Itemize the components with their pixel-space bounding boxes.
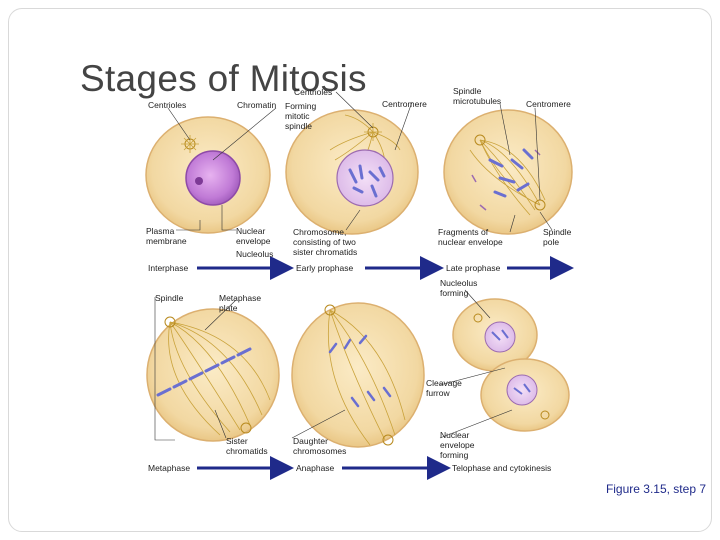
- slide-title: Stages of Mitosis: [80, 58, 367, 99]
- stage-anaphase: Anaphase: [296, 463, 335, 473]
- label-chromatin: Chromatin: [237, 100, 277, 110]
- label-centromere: Centromere: [382, 99, 427, 109]
- label-spindle: Spindle: [155, 293, 184, 303]
- metaphase-cell: [146, 308, 280, 442]
- label-forming-mitotic-spindle: Forming mitotic spindle: [285, 101, 317, 131]
- stage-metaphase: Metaphase: [148, 463, 191, 473]
- figure-caption: Figure 3.15, step 7: [605, 482, 706, 496]
- anaphase-cell: [291, 302, 425, 448]
- centriole-icon: [181, 135, 199, 153]
- stage-early-prophase: Early prophase: [296, 263, 354, 273]
- label-nuclear-envelope: Nuclear envelope: [236, 226, 271, 246]
- label-nucleolus: Nucleolus: [236, 249, 274, 259]
- label-nuclear-envelope-forming: Nuclear envelope forming: [440, 430, 475, 460]
- label-centrioles-2: Centrioles: [294, 87, 333, 97]
- interphase-cell: [145, 116, 271, 234]
- leader-lines: [154, 91, 553, 441]
- telophase-cell-bottom: [480, 358, 570, 432]
- label-nucleolus-forming: Nucleolus forming: [440, 278, 478, 298]
- early-prophase-cell: [285, 109, 419, 235]
- label-spindle-microtubules: Spindle microtubules: [453, 86, 502, 106]
- label-fragments-nuclear-envelope: Fragments of nuclear envelope: [438, 227, 503, 247]
- label-metaphase-plate: Metaphase plate: [219, 293, 262, 313]
- telophase-cell-top: [452, 298, 538, 372]
- label-centromere-2: Centromere: [526, 99, 571, 109]
- label-chromosome: Chromosome, consisting of two sister chr…: [293, 227, 358, 257]
- label-daughter-chromosomes: Daughter chromosomes: [293, 436, 347, 456]
- stage-interphase: Interphase: [148, 263, 189, 273]
- late-prophase-cell: [443, 109, 573, 235]
- label-spindle-pole: Spindle pole: [543, 227, 572, 247]
- stage-telophase: Telophase and cytokinesis: [452, 463, 552, 473]
- label-centrioles: Centrioles: [148, 100, 187, 110]
- stage-late-prophase: Late prophase: [446, 263, 501, 273]
- stage-arrows: [197, 256, 574, 480]
- label-sister-chromatids: Sister chromatids: [226, 436, 268, 456]
- label-cleavage-furrow: Cleavage furrow: [426, 378, 462, 398]
- label-plasma-membrane: Plasma membrane: [146, 226, 187, 246]
